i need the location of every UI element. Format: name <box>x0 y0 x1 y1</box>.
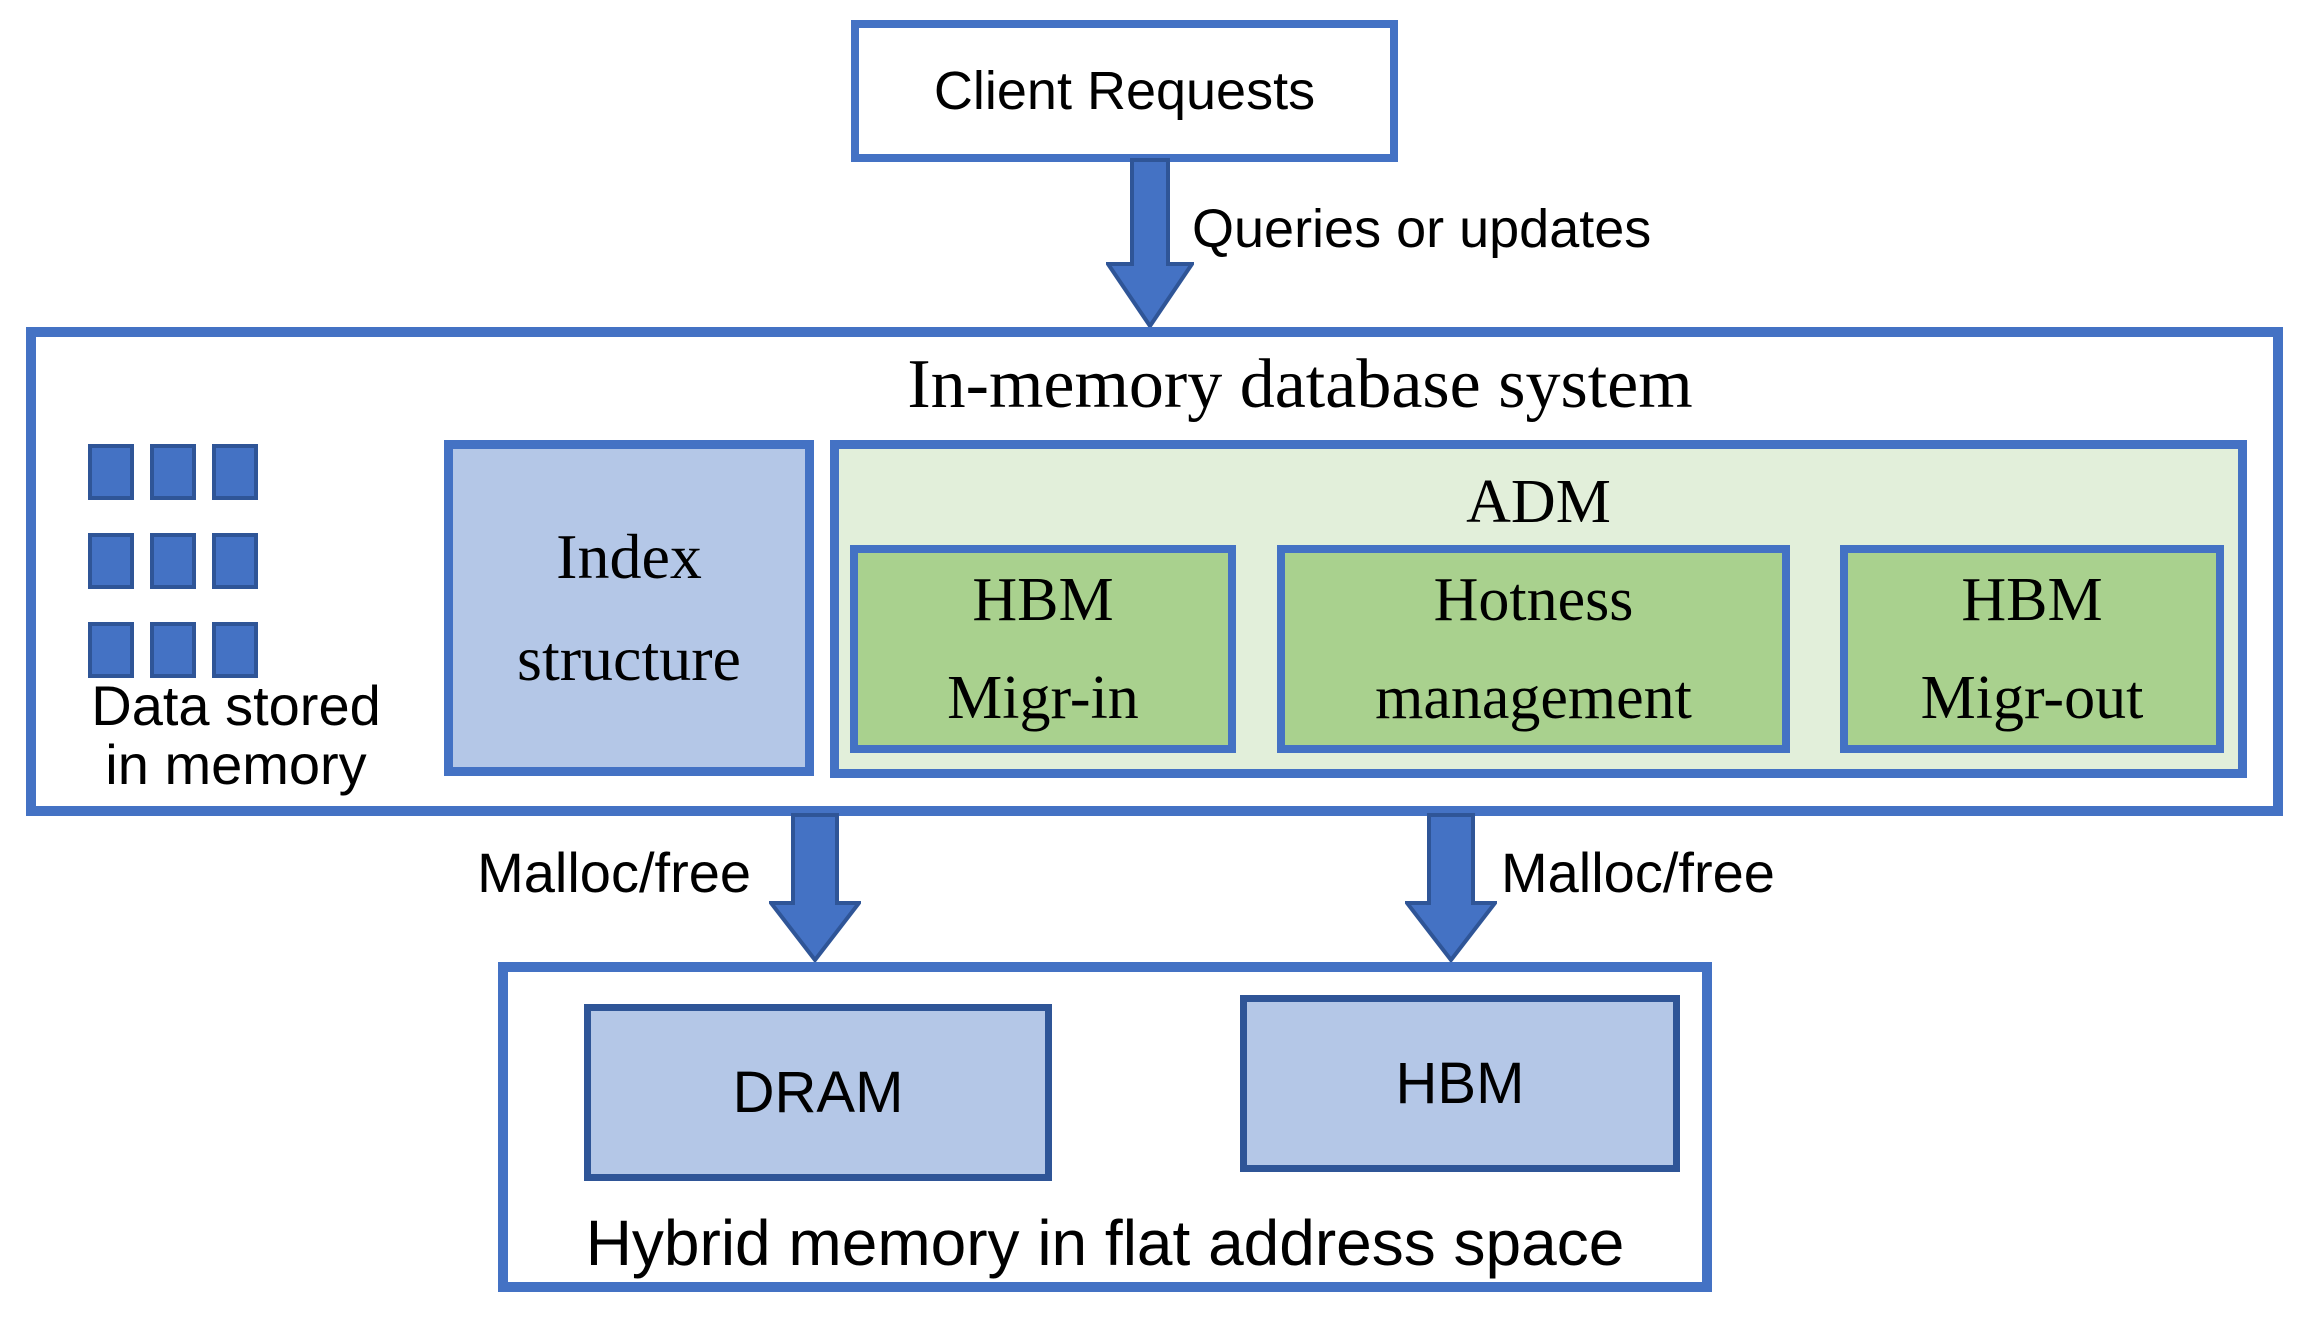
index-structure-label-line2: structure <box>517 623 741 694</box>
memory-block <box>88 533 134 589</box>
memory-block <box>212 622 258 678</box>
data-stored-caption-line2: in memory <box>105 733 367 796</box>
malloc-free-right-arrow-down-icon <box>1405 813 1497 963</box>
malloc-free-left-arrow-down-icon <box>769 813 861 963</box>
memory-block <box>88 622 134 678</box>
hybrid-memory-caption: Hybrid memory in flat address space <box>585 1207 1625 1279</box>
dram-label: DRAM <box>732 1060 904 1125</box>
hbm-migr-out-label-line2: Migr-out <box>1920 664 2144 732</box>
client-requests-box: Client Requests <box>851 20 1398 162</box>
memory-block <box>212 444 258 500</box>
hbm-migr-in-label-line1: HBM <box>972 566 1114 634</box>
hbm-migr-in-label-line2: Migr-in <box>947 664 1139 732</box>
data-stored-caption-line1: Data stored <box>91 674 381 737</box>
memory-grid <box>88 444 258 678</box>
memory-block <box>88 444 134 500</box>
malloc-free-left-label: Malloc/free <box>477 841 751 904</box>
hotness-management-label-line2: management <box>1375 664 1692 732</box>
memory-block <box>150 444 196 500</box>
in-memory-database-system-box: In-memory database system Data stored in… <box>26 327 2283 816</box>
hbm-migr-in-box: HBM Migr-in <box>850 545 1236 753</box>
adm-box: ADM HBM Migr-in Hotness management HBM M… <box>830 440 2247 778</box>
hbm-migr-out-label-line1: HBM <box>1961 566 2103 634</box>
malloc-free-right-label: Malloc/free <box>1501 841 1775 904</box>
client-requests-label: Client Requests <box>933 61 1316 121</box>
hotness-management-box: Hotness management <box>1277 545 1790 753</box>
hybrid-memory-box: DRAM HBM Hybrid memory in flat address s… <box>498 962 1712 1292</box>
hbm-migr-out-box: HBM Migr-out <box>1840 545 2224 753</box>
database-system-title: In-memory database system <box>907 346 1693 423</box>
queries-arrow-down-icon <box>1106 158 1194 329</box>
hotness-management-label-line1: Hotness <box>1433 566 1634 634</box>
memory-block <box>150 533 196 589</box>
dram-box: DRAM <box>584 1004 1052 1181</box>
memory-block <box>212 533 258 589</box>
index-structure-box: Index structure <box>444 440 814 776</box>
queries-arrow-label: Queries or updates <box>1192 199 1652 259</box>
adm-title: ADM <box>1466 468 1611 536</box>
hbm-label: HBM <box>1395 1051 1525 1116</box>
index-structure-label-line1: Index <box>556 521 702 592</box>
hbm-box: HBM <box>1240 995 1680 1172</box>
memory-block <box>150 622 196 678</box>
data-stored-caption: Data stored in memory <box>36 676 436 794</box>
